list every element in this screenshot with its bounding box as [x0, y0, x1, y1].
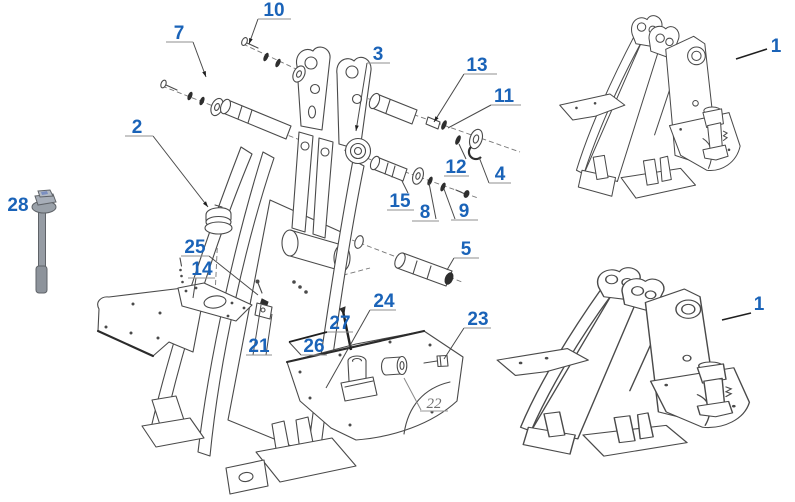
callout-leader-line [288, 341, 302, 356]
callout-25: 25 [181, 237, 259, 296]
callout-5: 5 [446, 239, 479, 271]
callout-8: 8 [412, 182, 439, 223]
left-wing-plate [96, 287, 202, 358]
breather-cap [204, 204, 233, 235]
base-feet [141, 395, 357, 495]
callout-number-10: 10 [263, 0, 284, 21]
callout-number-7: 7 [174, 23, 185, 44]
callout-number-1b: 1 [754, 294, 765, 315]
callout-number-13: 13 [466, 55, 487, 76]
bushing-22 [380, 355, 408, 376]
callout-13: 13 [433, 55, 497, 123]
callout-number-14: 14 [191, 259, 213, 280]
callout-arrowhead [202, 71, 206, 77]
callout-number-1a: 1 [771, 36, 782, 57]
callout-number-2: 2 [132, 117, 143, 138]
link-straps [291, 131, 334, 239]
lift-arm-inner [197, 151, 275, 457]
callout-leader-line [252, 304, 262, 356]
callout-number-8: 8 [420, 202, 431, 223]
callout-leader-line [446, 257, 455, 271]
callout-leader-line [458, 143, 467, 160]
callout-leader-line [325, 309, 371, 389]
callout-number-15: 15 [389, 191, 411, 212]
bolt-28 [31, 189, 57, 294]
pivot-hub [344, 137, 372, 165]
callout-21: 21 [246, 304, 273, 357]
pin-5-group [354, 235, 454, 287]
callout-number-21: 21 [248, 336, 270, 357]
pin-13-group [368, 92, 484, 161]
callout-number-4: 4 [495, 164, 506, 185]
callout-number-12: 12 [445, 157, 466, 178]
callout-leader-line [192, 41, 207, 78]
callout-number-5: 5 [461, 239, 472, 260]
assembled-view-bottom-right [496, 266, 751, 457]
callout-number-3: 3 [373, 44, 384, 65]
callout-number-24: 24 [373, 291, 395, 312]
callout-number-9: 9 [459, 201, 470, 222]
callout-1b: 1 [721, 294, 765, 321]
callout-arrowhead [434, 116, 439, 122]
callout-leader-line [735, 48, 768, 60]
exploded-frame [96, 36, 521, 495]
callout-14: 14 [188, 259, 215, 299]
callout-leader-line [433, 73, 465, 123]
callout-leader-line [265, 313, 273, 356]
callout-leader-line [208, 255, 259, 296]
callout-leader-line [443, 327, 465, 360]
callout-leader-line [428, 182, 437, 220]
callout-number-26: 26 [303, 336, 324, 357]
rod-27 [339, 306, 353, 351]
callout-number-23: 23 [467, 309, 488, 330]
callout-number-27: 27 [329, 313, 350, 334]
callout-26: 26 [288, 336, 327, 357]
callout-3: 3 [355, 44, 390, 132]
callout-leader-line [355, 62, 368, 132]
bolt-washer-set-7 [160, 79, 292, 140]
bolt-23 [423, 354, 449, 368]
callout-27: 27 [288, 313, 353, 343]
callout-2: 2 [125, 117, 209, 208]
callout-leader-line [192, 277, 197, 299]
callout-11: 11 [447, 86, 521, 129]
callout-leader-line [443, 188, 456, 220]
callout-22: 22 [403, 377, 448, 412]
callout-15: 15 [387, 180, 414, 212]
callout-10: 10 [248, 0, 291, 45]
callout-number-28: 28 [7, 195, 28, 216]
hook-mount-24 [340, 355, 378, 402]
callout-number-25: 25 [184, 237, 206, 258]
callout-12: 12 [444, 143, 469, 178]
callout-leader-line [401, 180, 409, 194]
callout-leader-line [447, 104, 492, 129]
callout-arrowhead [249, 38, 253, 44]
callout-number-22: 22 [427, 396, 443, 412]
callout-leader-line [152, 135, 209, 208]
callout-4: 4 [478, 156, 511, 185]
callout-23: 23 [443, 309, 491, 360]
callout-24: 24 [325, 291, 396, 389]
cover-plate [177, 257, 253, 322]
callout-leader-line [721, 312, 752, 321]
callout-leader-line [478, 156, 490, 184]
callout-number-11: 11 [494, 86, 515, 107]
callout-arrowhead [203, 201, 208, 207]
assembled-view-top-right [559, 15, 741, 199]
callout-leader-line [288, 331, 328, 343]
callout-28: 28 [7, 195, 28, 216]
callout-9: 9 [443, 188, 478, 222]
callout-7: 7 [166, 23, 207, 78]
callout-arrowhead [355, 125, 359, 131]
hub-pin-group [369, 155, 470, 198]
callout-leader-line [403, 377, 422, 411]
callout-1a: 1 [735, 36, 782, 60]
